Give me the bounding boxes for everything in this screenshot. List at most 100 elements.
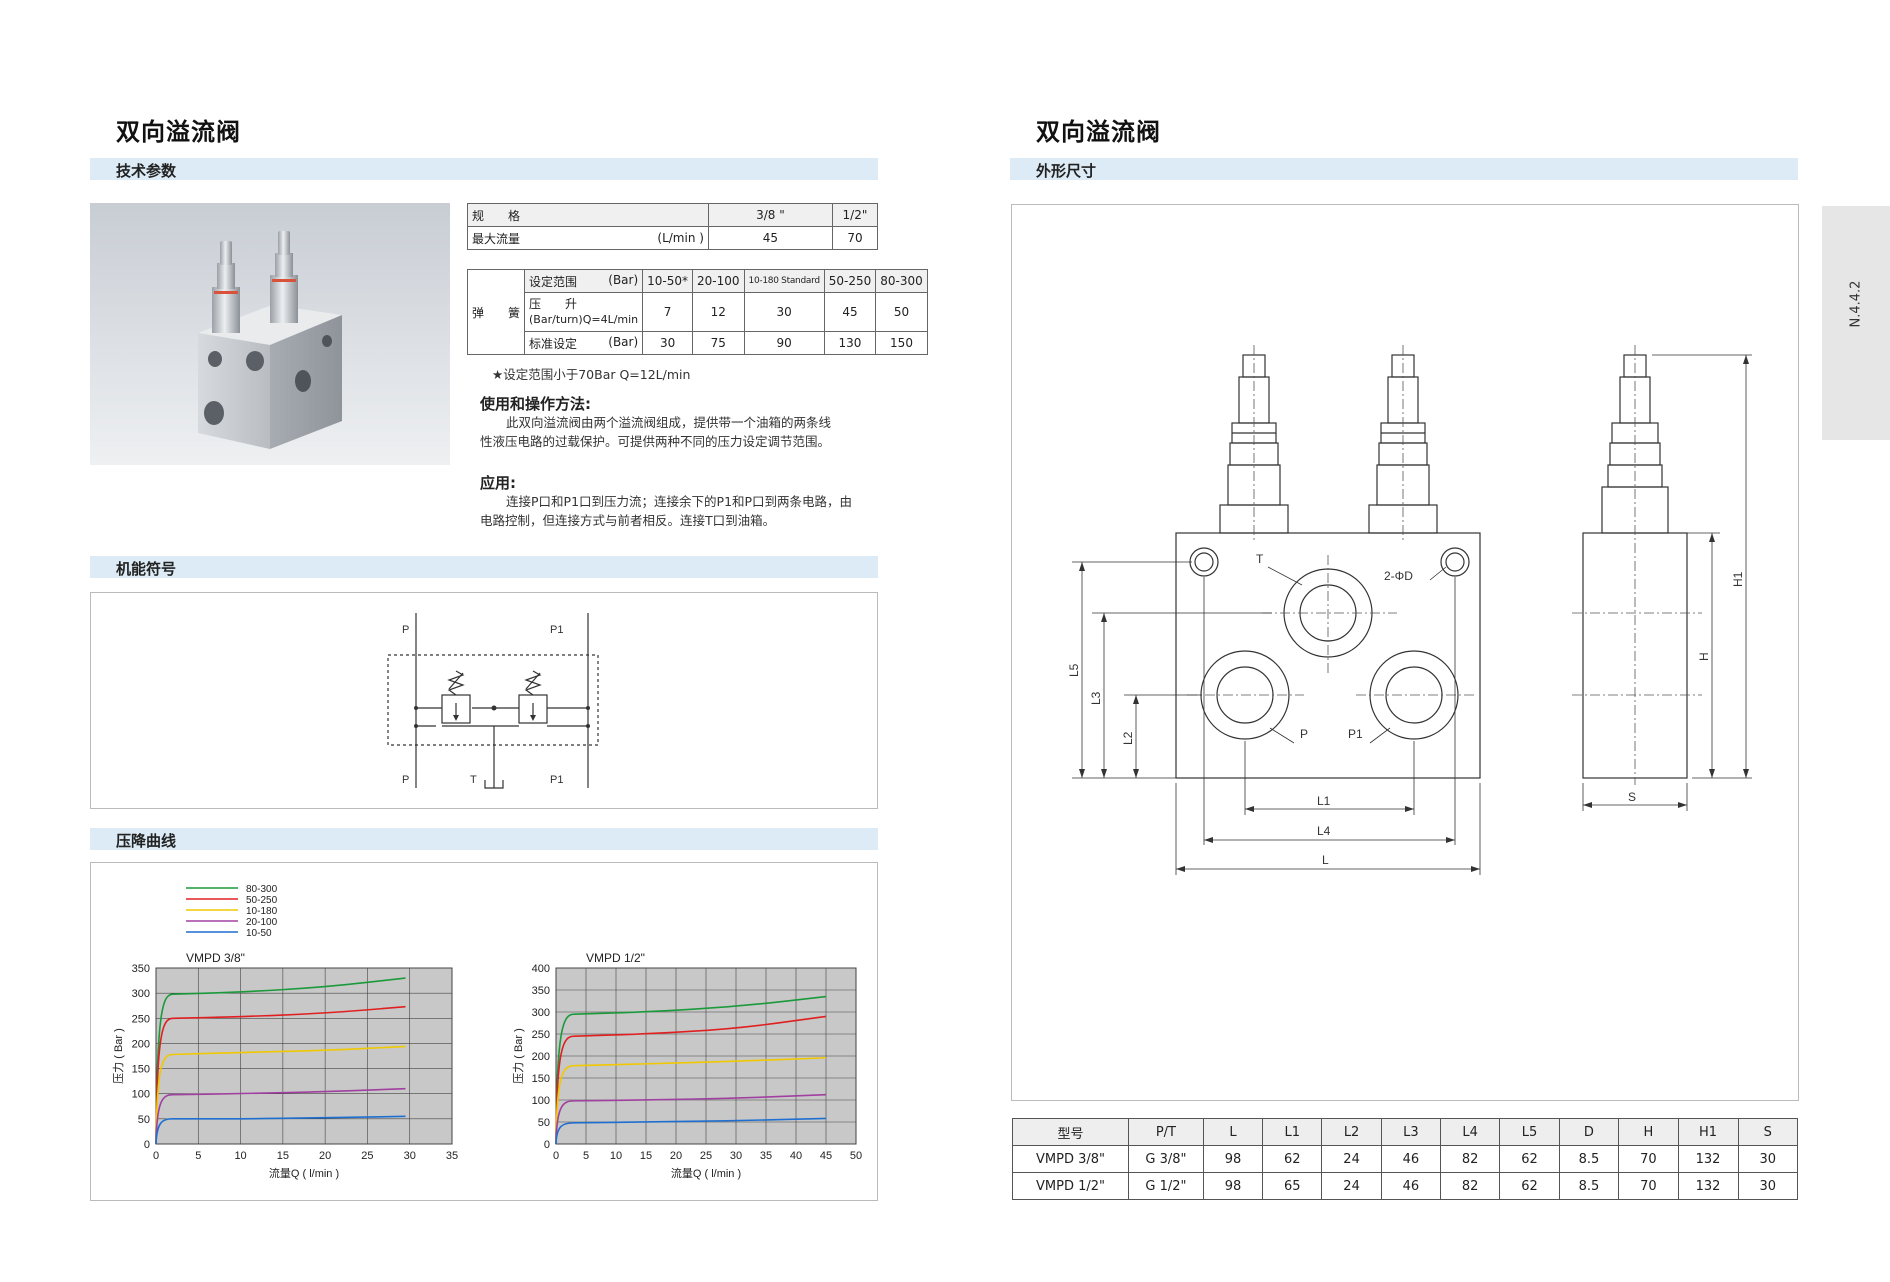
legend-label: 80-300 bbox=[246, 884, 278, 895]
table-header-cell: L4 bbox=[1440, 1118, 1501, 1146]
table-header-cell: L1 bbox=[1262, 1118, 1323, 1146]
x-tick-label: 40 bbox=[790, 1150, 802, 1162]
label-T: T bbox=[1256, 552, 1264, 566]
x-tick-label: 25 bbox=[700, 1150, 712, 1162]
range-3: 50-250 bbox=[823, 269, 877, 293]
std-3: 130 bbox=[823, 331, 877, 355]
spec-size-a: 3/8 " bbox=[707, 203, 833, 227]
port-label: T bbox=[470, 774, 477, 786]
label-L: L bbox=[1322, 853, 1329, 867]
port-label: P bbox=[402, 774, 409, 786]
x-tick-label: 10 bbox=[610, 1150, 622, 1162]
y-tick-label: 300 bbox=[532, 1007, 550, 1019]
port-label: P1 bbox=[550, 774, 563, 786]
x-axis-label: 流量Q ( l/min ) bbox=[671, 1166, 741, 1180]
table-cell: 132 bbox=[1677, 1145, 1739, 1173]
std-label: 标准设定 bbox=[529, 336, 578, 351]
flow-unit: (L/min ) bbox=[589, 226, 709, 250]
table-header-cell: S bbox=[1737, 1118, 1799, 1146]
section-title: 压降曲线 bbox=[116, 832, 177, 850]
label-L5: L5 bbox=[1067, 663, 1081, 677]
std-unit: (Bar) bbox=[608, 334, 639, 349]
x-tick-label: 0 bbox=[153, 1150, 159, 1162]
dimension-drawing: T 2-ΦD P P1 L L1 L4 S L5 L3 L2 H H1 bbox=[1067, 345, 1752, 875]
x-tick-label: 0 bbox=[553, 1150, 559, 1162]
table-cell: 62 bbox=[1499, 1172, 1560, 1200]
x-tick-label: 30 bbox=[730, 1150, 742, 1162]
y-tick-label: 50 bbox=[538, 1117, 550, 1129]
y-tick-label: 100 bbox=[532, 1095, 550, 1107]
std-4: 150 bbox=[875, 331, 928, 355]
series-line bbox=[155, 1115, 406, 1145]
flow-b: 70 bbox=[831, 226, 879, 250]
table-cell: 82 bbox=[1440, 1172, 1501, 1200]
rise-label-cell: 压 升 (Bar/turn)Q=4L/min bbox=[524, 292, 644, 332]
table-cell: 132 bbox=[1677, 1172, 1739, 1200]
section-bar-symbol: 机能符号 bbox=[90, 556, 878, 578]
x-tick-label: 30 bbox=[404, 1150, 416, 1162]
table-header-cell: L bbox=[1202, 1118, 1264, 1146]
table-header-cell: P/T bbox=[1128, 1118, 1204, 1146]
x-tick-label: 5 bbox=[583, 1150, 589, 1162]
table-header-cell: L5 bbox=[1499, 1118, 1560, 1146]
label-L1: L1 bbox=[1317, 794, 1331, 808]
table-cell: 46 bbox=[1380, 1145, 1442, 1173]
label-L2: L2 bbox=[1121, 731, 1135, 745]
table-header-cell: H1 bbox=[1677, 1118, 1739, 1146]
range-4: 80-300 bbox=[875, 269, 928, 293]
label-S: S bbox=[1628, 790, 1636, 804]
label-P1: P1 bbox=[1348, 727, 1363, 741]
series-line bbox=[155, 977, 406, 1145]
rise-2: 30 bbox=[743, 292, 825, 332]
rise-3: 45 bbox=[823, 292, 877, 332]
series-line bbox=[155, 1005, 406, 1145]
flow-a: 45 bbox=[707, 226, 833, 250]
usage-text: 此双向溢流阀由两个溢流阀组成，提供带一个油箱的两条线性液压电路的过载保护。可提供… bbox=[480, 415, 832, 449]
page-title-right: 双向溢流阀 bbox=[1036, 118, 1161, 146]
std-label-cell: 标准设定 (Bar) bbox=[524, 331, 644, 355]
label-L4: L4 bbox=[1317, 824, 1331, 838]
table-cell: 98 bbox=[1202, 1172, 1264, 1200]
spec-size-b: 1/2" bbox=[831, 203, 879, 227]
label-holes: 2-ΦD bbox=[1384, 569, 1413, 583]
label-L3: L3 bbox=[1089, 691, 1103, 705]
rise-4: 50 bbox=[875, 292, 928, 332]
table-header-cell: H bbox=[1618, 1118, 1679, 1146]
table-cell: G 3/8" bbox=[1128, 1145, 1204, 1173]
x-tick-label: 15 bbox=[277, 1150, 289, 1162]
y-tick-label: 350 bbox=[132, 963, 150, 975]
series-line bbox=[555, 1015, 827, 1145]
y-tick-label: 200 bbox=[132, 1038, 150, 1050]
x-tick-label: 45 bbox=[820, 1150, 832, 1162]
x-tick-label: 10 bbox=[234, 1150, 246, 1162]
x-tick-label: 5 bbox=[195, 1150, 201, 1162]
range-label: 设定范围 bbox=[529, 274, 578, 289]
y-tick-label: 200 bbox=[532, 1051, 550, 1063]
x-axis-label: 流量Q ( l/min ) bbox=[269, 1166, 339, 1180]
x-tick-label: 20 bbox=[670, 1150, 682, 1162]
table-header-cell: L2 bbox=[1321, 1118, 1382, 1146]
table-header-cell: D bbox=[1558, 1118, 1620, 1146]
y-axis-label: 压力 ( Bar ) bbox=[512, 1028, 525, 1084]
legend-label: 10-180 bbox=[246, 906, 278, 917]
table-cell: VMPD 3/8" bbox=[1011, 1145, 1130, 1173]
x-tick-label: 15 bbox=[640, 1150, 652, 1162]
range-label-cell: 设定范围 (Bar) bbox=[524, 269, 644, 293]
section-bar-tech: 技术参数 bbox=[90, 158, 878, 180]
table-cell: 8.5 bbox=[1558, 1172, 1620, 1200]
spring-table: 弹 簧 设定范围 (Bar) 10-50* 20-100 10-180 Stan… bbox=[466, 269, 928, 355]
spec-table: 规 格 3/8 " 1/2" 最大流量 (L/min ) 45 70 bbox=[466, 203, 879, 250]
table-cell: G 1/2" bbox=[1128, 1172, 1204, 1200]
section-bar-dims: 外形尺寸 bbox=[1010, 158, 1798, 180]
table-cell: 30 bbox=[1737, 1145, 1799, 1173]
valve-render bbox=[90, 203, 450, 465]
rise-unit: (Bar/turn)Q=4L/min bbox=[529, 313, 639, 326]
table-cell: 62 bbox=[1262, 1145, 1323, 1173]
range-1: 20-100 bbox=[692, 269, 745, 293]
y-tick-label: 100 bbox=[132, 1089, 150, 1101]
legend-label: 10-50 bbox=[246, 928, 272, 939]
